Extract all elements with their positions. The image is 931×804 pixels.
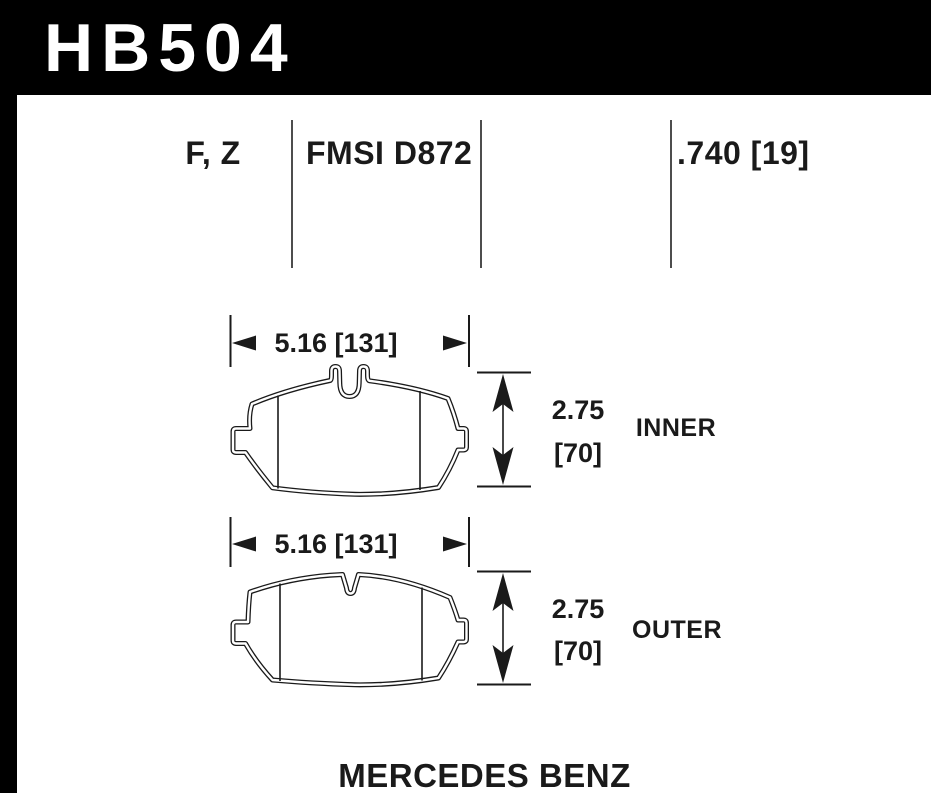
outer-height-arrow-down-icon <box>492 645 514 683</box>
fmsi-number: FMSI D872 <box>306 135 473 171</box>
outer-pad-outline <box>230 572 469 688</box>
inner-width-dimension: 5.16 [131] <box>274 328 398 358</box>
inner-height-arrow-down-icon <box>492 447 514 485</box>
outer-pad-label: OUTER <box>632 616 722 644</box>
compound-codes: F, Z <box>185 135 241 171</box>
outer-pad-contour-gap <box>231 573 468 687</box>
outer-height-arrow-up-icon <box>492 573 514 611</box>
outer-width-arrow-right-icon <box>443 536 467 552</box>
left-border-bar <box>0 0 17 793</box>
inner-height-dimension-mm: [70] <box>553 438 602 468</box>
column-divider-3 <box>670 120 672 268</box>
outer-width-dimension: 5.16 [131] <box>274 529 398 559</box>
header-bar: HB504 <box>0 0 931 95</box>
column-divider-1 <box>291 120 293 268</box>
outer-height-dimension-in: 2.75 <box>551 594 605 624</box>
outer-width-arrow-left-icon <box>232 536 256 552</box>
pad-thickness-value: .740 [19] <box>677 135 810 171</box>
outer-pad-drawing <box>229 517 531 688</box>
column-divider-2 <box>480 120 482 268</box>
inner-pad-contour <box>230 364 469 497</box>
part-number: HB504 <box>44 9 296 86</box>
inner-height-arrow-up-icon <box>492 374 514 412</box>
inner-width-arrow-right-icon <box>443 335 467 351</box>
inner-pad-contour-gap <box>231 365 468 496</box>
inner-height-dimension-in: 2.75 <box>551 395 605 425</box>
inner-pad-label: INNER <box>635 414 717 442</box>
inner-width-arrow-left-icon <box>232 335 256 351</box>
outer-height-dimension-mm: [70] <box>553 636 602 666</box>
vehicle-name: MERCEDES BENZ <box>338 757 631 794</box>
inner-pad-outline <box>230 364 469 497</box>
inner-pad-drawing <box>229 315 531 497</box>
